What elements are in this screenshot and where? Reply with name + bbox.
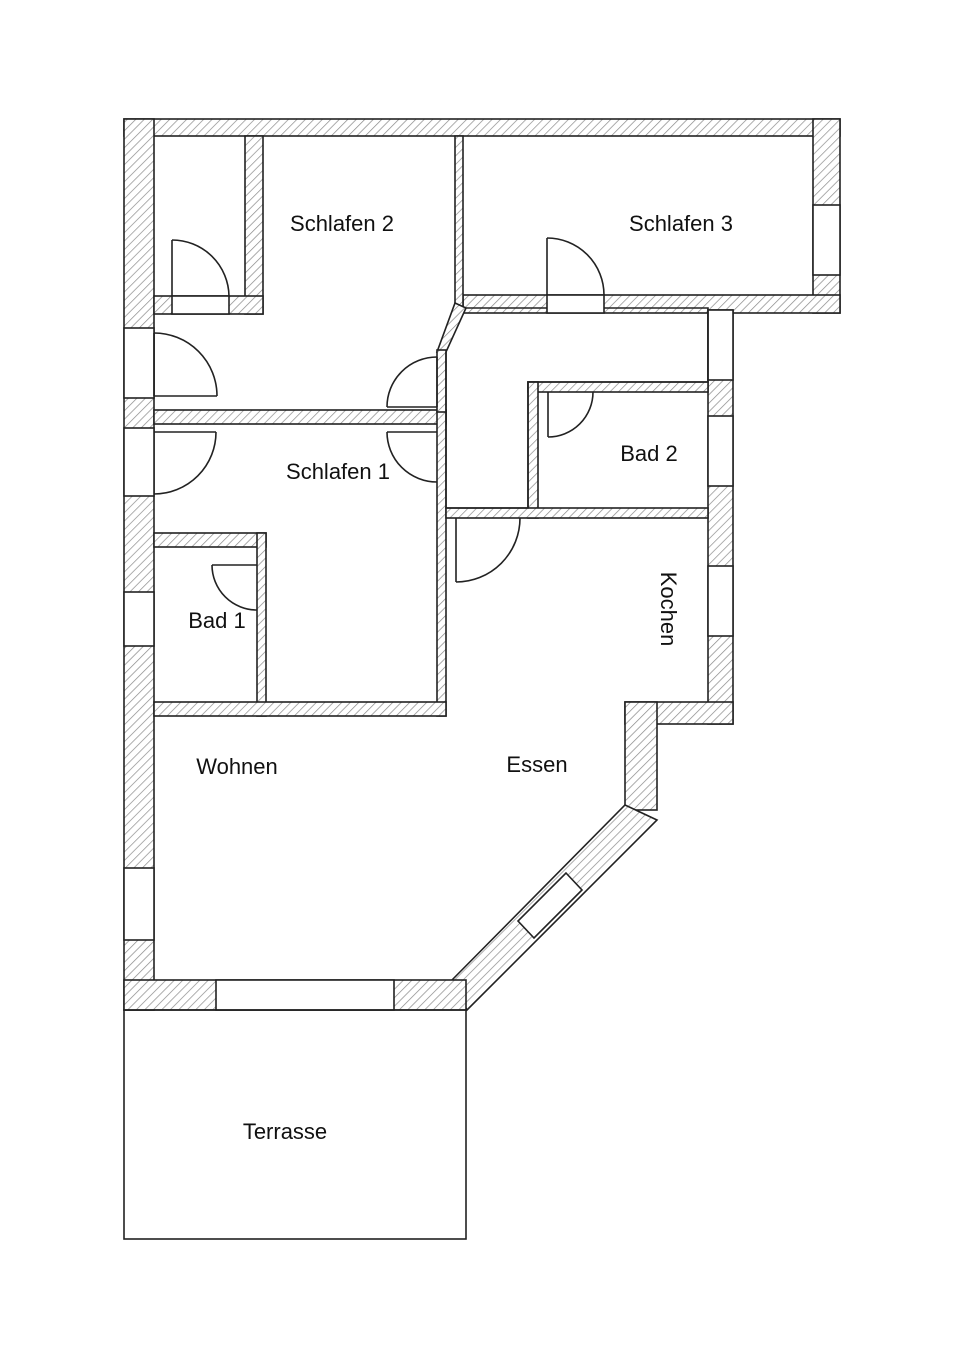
- label-kochen: Kochen: [656, 572, 681, 647]
- label-wohnen: Wohnen: [196, 754, 278, 779]
- room-outlines: [123, 307, 709, 1240]
- label-bad-2: Bad 2: [620, 441, 678, 466]
- windows: [123, 204, 841, 1011]
- room-labels: Schlafen 2 Schlafen 3 Schlafen 1 Bad 2 B…: [188, 211, 733, 1144]
- label-schlafen-3: Schlafen 3: [629, 211, 733, 236]
- label-bad-1: Bad 1: [188, 608, 246, 633]
- label-terrasse: Terrasse: [243, 1119, 327, 1144]
- doors: [153, 237, 605, 611]
- label-essen: Essen: [506, 752, 567, 777]
- label-schlafen-2: Schlafen 2: [290, 211, 394, 236]
- label-schlafen-1: Schlafen 1: [286, 459, 390, 484]
- interior-walls: [153, 135, 709, 717]
